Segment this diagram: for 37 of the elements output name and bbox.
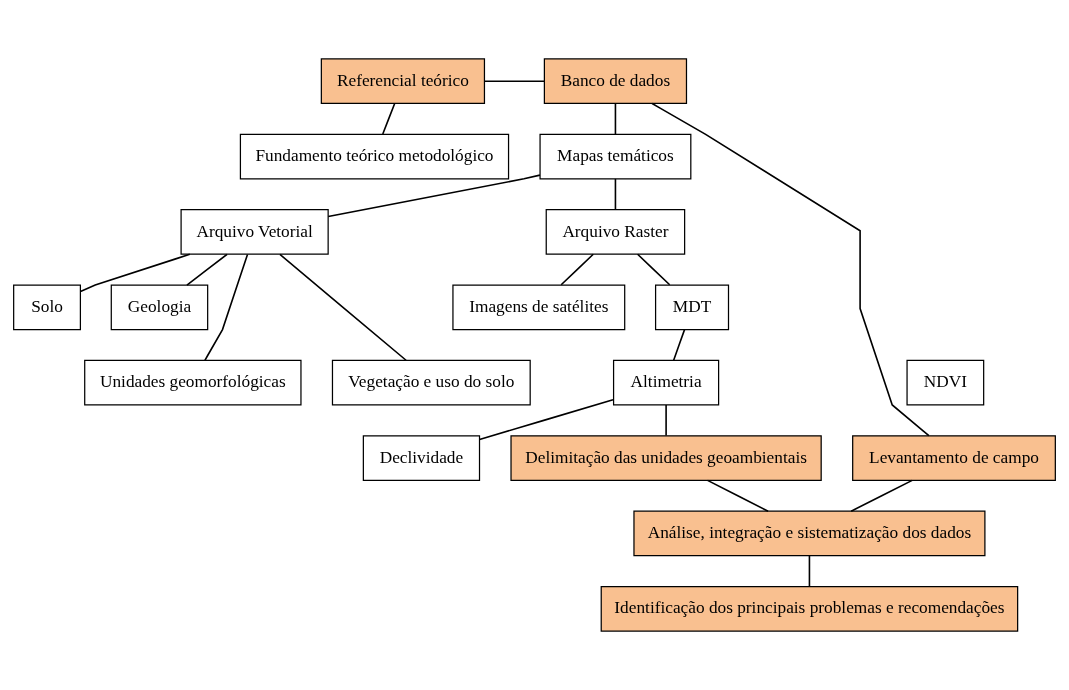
connector xyxy=(478,398,614,441)
node-box: Banco de dados xyxy=(543,58,688,105)
connector xyxy=(672,328,686,361)
node-box: Delimitação das unidades geoambientais xyxy=(510,435,822,481)
connector xyxy=(636,253,671,286)
node-box: Arquivo Raster xyxy=(545,209,686,255)
connector xyxy=(186,253,228,286)
connector xyxy=(204,253,249,362)
connector xyxy=(614,102,617,135)
node-box: MDT xyxy=(655,284,730,331)
connector xyxy=(327,174,541,218)
node-box: Levantamento de campo xyxy=(852,435,1056,481)
node-box: Mapas temáticos xyxy=(539,133,692,180)
connector xyxy=(79,253,191,293)
node-box: Arquivo Vetorial xyxy=(180,209,329,255)
node-box: Análise, integração e sistematização dos dados xyxy=(633,510,986,557)
connector xyxy=(706,479,769,512)
connector xyxy=(381,102,396,135)
connector xyxy=(651,102,930,437)
node-box: Identificação dos principais problemas e recomendações xyxy=(600,585,1019,632)
connector xyxy=(614,178,617,211)
connector xyxy=(560,253,595,286)
connector xyxy=(665,404,667,437)
node-box: Geologia xyxy=(110,284,209,331)
node-box: Vegetação e uso do solo xyxy=(331,359,531,406)
node-box: NDVI xyxy=(906,359,985,406)
node-box: Solo xyxy=(13,284,81,331)
connector xyxy=(484,80,545,82)
node-box: Referencial teórico xyxy=(320,58,486,105)
node-box: Imagens de satélites xyxy=(452,284,626,331)
node-box: Fundamento teórico metodológico xyxy=(239,133,510,180)
connector xyxy=(850,479,913,512)
node-box: Declividade xyxy=(362,435,481,481)
node-box: Unidades geomorfológicas xyxy=(84,359,302,406)
node-box: Altimetria xyxy=(612,359,720,406)
connector xyxy=(279,253,407,362)
connector xyxy=(808,554,811,588)
